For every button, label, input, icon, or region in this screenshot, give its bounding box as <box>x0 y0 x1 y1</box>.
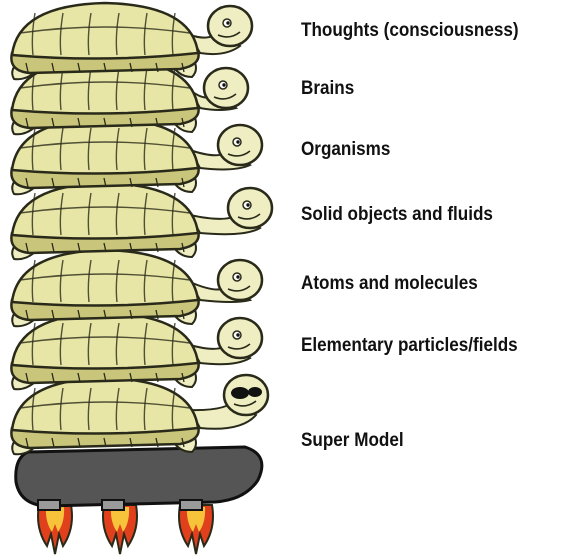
turtle <box>11 313 262 389</box>
rocket-flame-icon <box>38 505 72 554</box>
turtle <box>11 118 262 194</box>
turtle <box>11 250 262 326</box>
layer-label-brains: Brains <box>301 78 354 100</box>
sunglasses-icon <box>231 387 249 399</box>
skateboard-thruster <box>38 500 60 510</box>
turtle-stack <box>11 3 272 454</box>
layer-label-organisms: Organisms <box>301 139 390 161</box>
skateboard-thruster <box>180 500 202 510</box>
rocket-flame-icon <box>103 505 137 554</box>
turtle <box>11 183 272 259</box>
layer-label-elementary-particles: Elementary particles/fields <box>301 335 518 357</box>
skateboard-thruster <box>102 500 124 510</box>
turtle <box>11 3 252 79</box>
layer-label-thoughts: Thoughts (consciousness) <box>301 20 519 42</box>
skateboard-deck <box>16 447 262 506</box>
layer-label-solid-objects: Solid objects and fluids <box>301 204 493 226</box>
skateboard <box>16 447 262 510</box>
layer-label-super-model: Super Model <box>301 430 404 452</box>
rocket-flames <box>38 505 213 554</box>
layer-label-atoms: Atoms and molecules <box>301 273 478 295</box>
rocket-flame-icon <box>179 505 213 554</box>
turtle-stack-illustration <box>0 0 300 560</box>
turtle-sunglasses <box>11 375 268 454</box>
